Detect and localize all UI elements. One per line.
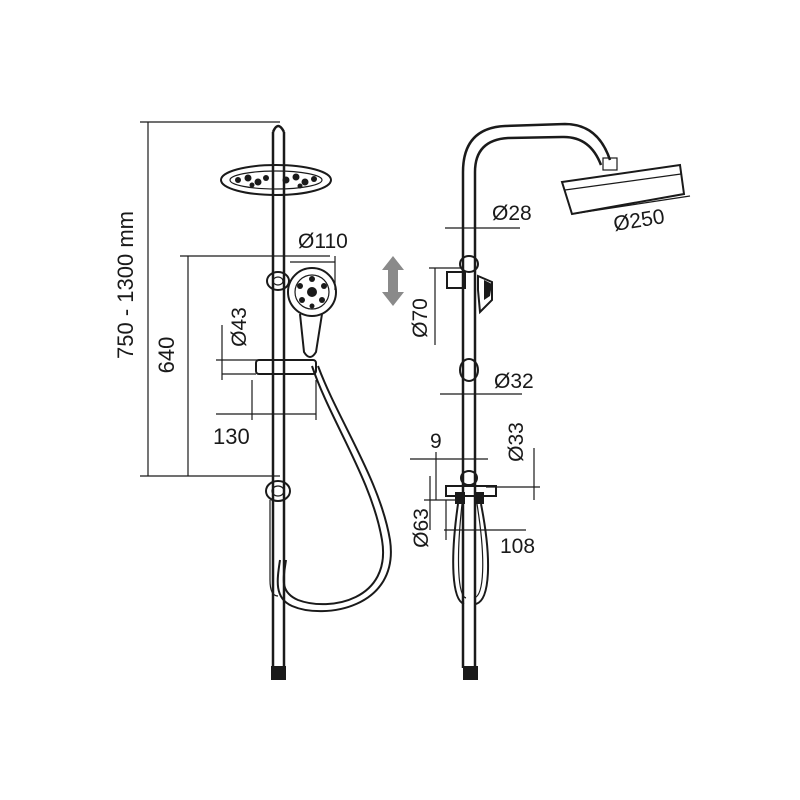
holder-offset-dimension <box>216 380 317 420</box>
wall-bracket-ring <box>265 480 291 597</box>
holder-diameter-label: Ø43 <box>228 307 251 347</box>
projection-label: 108 <box>500 535 535 558</box>
wall-bracket-diameter-label: Ø63 <box>410 508 433 548</box>
riser-pipe <box>271 124 286 680</box>
height-range-label: 750 - 1300 mm <box>113 211 138 359</box>
connector-diameter-dimension <box>429 267 462 345</box>
connector-diameter-label: Ø70 <box>409 298 432 338</box>
head-diameter-label: Ø250 <box>612 205 666 236</box>
holder-offset-label: 130 <box>213 424 250 449</box>
rail-diameter-label: Ø32 <box>494 370 534 393</box>
side-slider <box>446 255 493 315</box>
side-holder <box>459 358 479 382</box>
hand-shower <box>287 267 337 358</box>
handset-diameter-label: Ø110 <box>298 230 348 253</box>
head-diameter-dimension <box>571 195 691 215</box>
front-view: 750 - 1300 mm 640 <box>113 121 392 680</box>
side-shower-head <box>560 157 686 216</box>
base-offset-dimension <box>410 452 488 500</box>
pipe-diameter-label: Ø28 <box>492 202 532 225</box>
side-wall-bracket <box>445 470 497 605</box>
hose <box>276 365 392 613</box>
rail-length-label: 640 <box>154 337 179 374</box>
handset-holder <box>222 359 317 375</box>
top-slider-ring <box>266 271 290 291</box>
wall-bracket-diameter-dimension <box>424 476 456 530</box>
rail-length-dimension <box>180 255 330 476</box>
overhead-shower-head <box>220 164 332 196</box>
height-adjust-arrow-icon <box>382 256 404 306</box>
height-range-dimension <box>140 121 280 477</box>
gooseneck-pipe <box>461 122 612 680</box>
side-view: Ø28 Ø250 Ø70 Ø32 <box>382 122 691 680</box>
pipe-end-cap <box>271 666 286 680</box>
base-small-diameter-label: Ø33 <box>505 422 528 462</box>
side-pipe-end-cap <box>463 666 478 680</box>
projection-dimension <box>444 500 526 540</box>
base-offset-label: 9 <box>430 430 442 453</box>
